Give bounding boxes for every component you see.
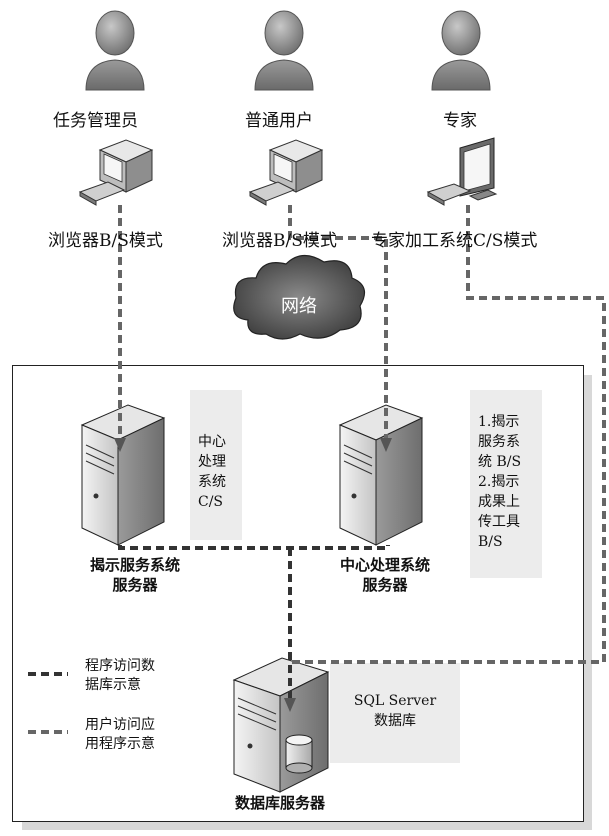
- user-label-normal: 普通用户: [245, 111, 313, 131]
- user-label-expert: 专家: [443, 111, 477, 131]
- mode-label-expert: 专家加工系统C/S模式: [371, 231, 538, 251]
- user-label-admin: 任务管理员: [53, 111, 138, 131]
- cloud-label: 网络: [281, 296, 317, 317]
- desktop-pc-icon: [78, 139, 154, 206]
- database-server-icon: [232, 657, 330, 793]
- network-cloud-icon: [233, 254, 366, 340]
- disclosure-server-label: 揭示服务系统 服务器: [89, 556, 180, 594]
- user-expert-icon: [431, 10, 491, 91]
- user-normal-icon: [254, 10, 314, 91]
- mode-label-admin: 浏览器B/S模式: [48, 231, 163, 251]
- note-disclosure-system: 1.揭示 服务系 统 B/S 2.揭示 成果上 传工具 B/S: [470, 390, 542, 578]
- center-server-label: 中心处理系统 服务器: [339, 556, 430, 594]
- monitor-icon: [426, 137, 498, 206]
- desktop-pc-icon: [248, 139, 324, 206]
- mode-label-normal: 浏览器B/S模式: [222, 231, 337, 251]
- database-cylinder-icon: [285, 734, 313, 774]
- program-access-lines: [118, 545, 390, 700]
- user-admin-icon: [85, 10, 145, 91]
- note-center-system: 中心 处理 系统 C/S: [190, 390, 242, 540]
- legend-program-label: 程序访问数 据库示意: [85, 658, 155, 693]
- database-server-label: 数据库服务器: [234, 794, 325, 812]
- arrowheads: [114, 438, 392, 712]
- disclosure-server-icon: [80, 404, 166, 546]
- center-server-icon: [338, 404, 424, 546]
- legend-user-label: 用户访问应 用程序示意: [85, 717, 155, 752]
- note-sql-server: SQL Server 数据库: [330, 663, 460, 763]
